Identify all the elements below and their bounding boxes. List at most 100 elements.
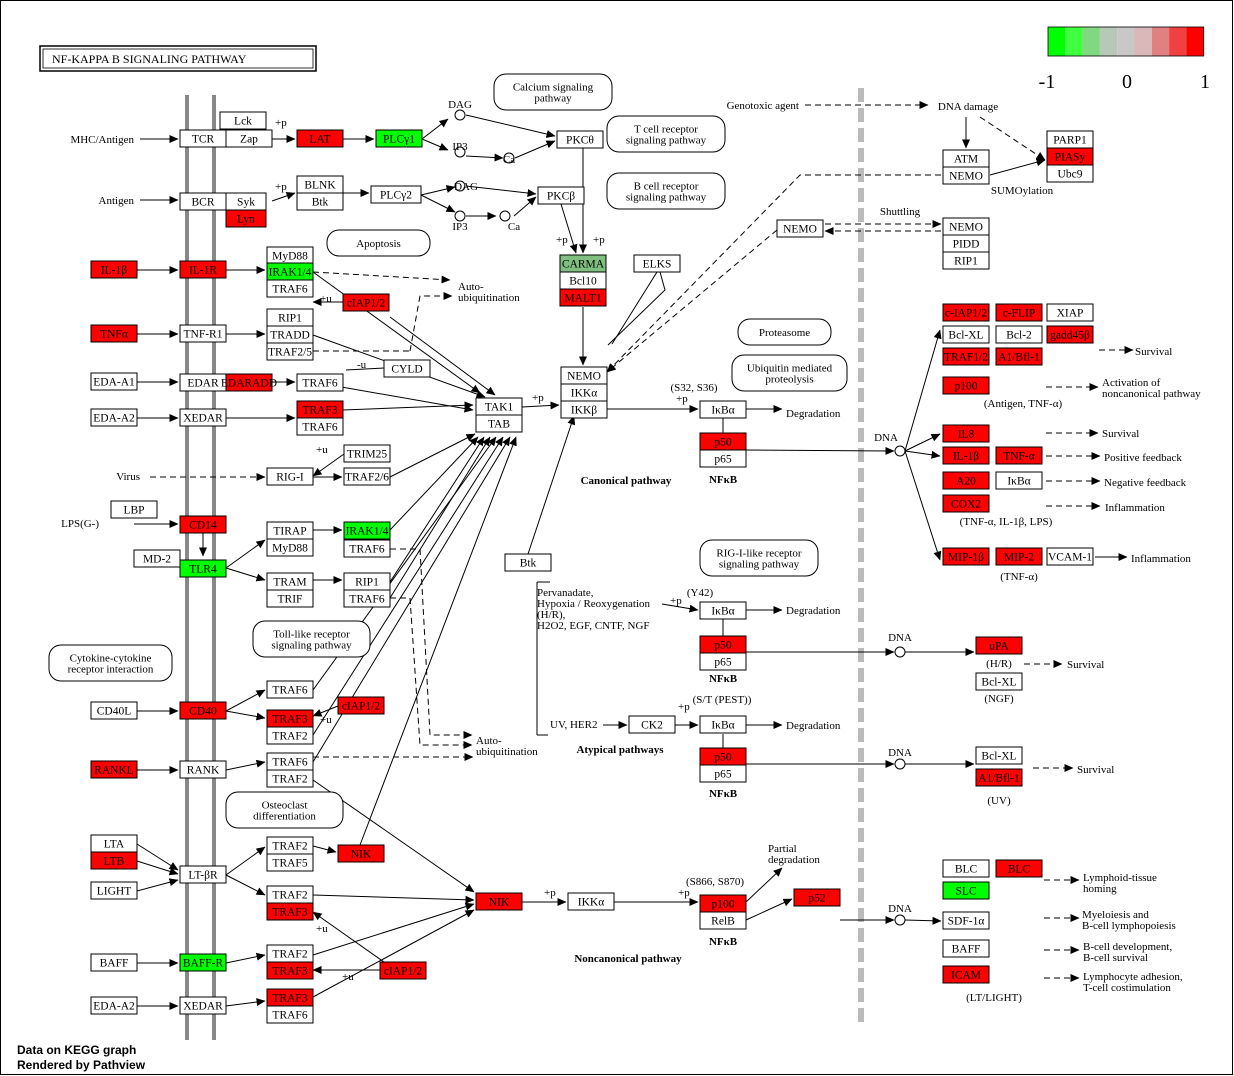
gene-node-myd88[interactable]: MyD88 xyxy=(266,246,314,265)
gene-node-eda-a2[interactable]: EDA-A2 xyxy=(90,408,138,427)
gene-node-sdf-1[interactable]: SDF-1α xyxy=(942,911,990,930)
gene-node-tab[interactable]: TAB xyxy=(475,414,523,433)
gene-node-p65[interactable]: p65 xyxy=(699,652,747,671)
gene-node-a1-bfl-1[interactable]: A1/Bfl-1 xyxy=(995,347,1043,366)
gene-node-traf6[interactable]: TRAF6 xyxy=(266,1005,314,1024)
gene-node-p65[interactable]: p65 xyxy=(699,449,747,468)
gene-node-traf6[interactable]: TRAF6 xyxy=(266,279,314,298)
gene-node-rank[interactable]: RANK xyxy=(179,760,227,779)
gene-node-traf6[interactable]: TRAF6 xyxy=(266,752,314,771)
gene-node-nemo[interactable]: NEMO xyxy=(942,217,990,236)
gene-node-p100[interactable]: p100 xyxy=(942,376,990,395)
gene-node-atm[interactable]: ATM xyxy=(942,149,990,168)
gene-node-mip-2[interactable]: MIP-2 xyxy=(995,547,1043,566)
gene-node-tirap[interactable]: TIRAP xyxy=(266,521,314,540)
gene-node-p65[interactable]: p65 xyxy=(699,764,747,783)
gene-node-eda-a1[interactable]: EDA-A1 xyxy=(90,372,138,391)
gene-node-a20[interactable]: A20 xyxy=(942,471,990,490)
gene-node-tlr4[interactable]: TLR4 xyxy=(179,559,227,578)
gene-node-pidd[interactable]: PIDD xyxy=(942,234,990,253)
gene-node-btk[interactable]: Btk xyxy=(504,553,552,572)
gene-node-cd40[interactable]: CD40 xyxy=(179,701,227,720)
gene-node-cyld[interactable]: CYLD xyxy=(383,359,431,378)
gene-node-blc[interactable]: BLC xyxy=(995,859,1043,878)
gene-node-tnf[interactable]: TNF-α xyxy=(995,446,1043,465)
gene-node-lt-r[interactable]: LT-βR xyxy=(179,865,227,884)
gene-node-traf3[interactable]: TRAF3 xyxy=(266,988,314,1007)
gene-node-traf3[interactable]: TRAF3 xyxy=(266,961,314,980)
gene-node-nemo[interactable]: NEMO xyxy=(942,166,990,185)
gene-node-cd14[interactable]: CD14 xyxy=(179,515,227,534)
gene-node-rig-i[interactable]: RIG-I xyxy=(266,467,314,486)
gene-node-myd88[interactable]: MyD88 xyxy=(266,538,314,557)
gene-node-p100[interactable]: p100 xyxy=(699,894,747,913)
gene-node-tcr[interactable]: TCR xyxy=(179,129,227,148)
gene-node-mip-1[interactable]: MIP-1β xyxy=(942,547,990,566)
gene-node-c-flip[interactable]: c-FLIP xyxy=(995,303,1043,322)
gene-node-xedar[interactable]: XEDAR xyxy=(179,996,227,1015)
gene-node-lat[interactable]: LAT xyxy=(296,129,344,148)
gene-node-trif[interactable]: TRIF xyxy=(266,589,314,608)
gene-node-i-b[interactable]: IκBα xyxy=(995,471,1043,490)
gene-node-ck2[interactable]: CK2 xyxy=(628,715,676,734)
gene-node-bcl-xl[interactable]: Bcl-XL xyxy=(975,746,1023,765)
gene-node-i-b[interactable]: IκBα xyxy=(699,601,747,620)
gene-node-icam[interactable]: ICAM xyxy=(942,965,990,984)
gene-node-bcl10[interactable]: Bcl10 xyxy=(559,271,607,290)
gene-node-pkc[interactable]: PKCβ xyxy=(537,186,585,205)
gene-node-traf2[interactable]: TRAF2 xyxy=(266,726,314,745)
gene-node-tak1[interactable]: TAK1 xyxy=(475,397,523,416)
gene-node-baff-r[interactable]: BAFF-R xyxy=(179,953,227,972)
gene-node-ltb[interactable]: LTB xyxy=(90,851,138,870)
gene-node-traf5[interactable]: TRAF5 xyxy=(266,853,314,872)
gene-node-rip1[interactable]: RIP1 xyxy=(266,308,314,327)
gene-node-pkc[interactable]: PKCθ xyxy=(556,130,604,149)
gene-node-syk[interactable]: Syk xyxy=(225,192,267,211)
gene-node-nemo[interactable]: NEMO xyxy=(776,219,824,238)
gene-node-ciap1-2[interactable]: cIAP1/2 xyxy=(337,696,385,715)
gene-node-edar[interactable]: EDAR xyxy=(179,373,227,392)
gene-node-bcl-2[interactable]: Bcl-2 xyxy=(995,325,1043,344)
gene-node-btk[interactable]: Btk xyxy=(296,192,344,211)
gene-node-traf6[interactable]: TRAF6 xyxy=(296,373,344,392)
gene-node-plc-1[interactable]: PLCγ1 xyxy=(375,129,423,148)
pathway-link-apoptosis[interactable]: Apoptosis xyxy=(326,229,431,257)
gene-node-baff[interactable]: BAFF xyxy=(90,953,138,972)
gene-node-relb[interactable]: RelB xyxy=(699,911,747,930)
gene-node-nemo[interactable]: NEMO xyxy=(560,366,608,385)
gene-node-elks[interactable]: ELKS xyxy=(633,254,681,273)
gene-node-xedar[interactable]: XEDAR xyxy=(179,408,227,427)
gene-node-nik[interactable]: NIK xyxy=(475,892,523,911)
gene-node-il-1[interactable]: IL-1β xyxy=(942,446,990,465)
gene-node-p50[interactable]: p50 xyxy=(699,635,747,654)
gene-node-traf2[interactable]: TRAF2 xyxy=(266,769,314,788)
gene-node-lyn[interactable]: Lyn xyxy=(225,209,267,228)
gene-node-i-b[interactable]: IκBα xyxy=(699,715,747,734)
gene-node-traf3[interactable]: TRAF3 xyxy=(266,902,314,921)
gene-node-p52[interactable]: p52 xyxy=(793,888,841,907)
gene-node-ikk[interactable]: IKKα xyxy=(560,383,608,402)
gene-node-edaradd[interactable]: EDARADD xyxy=(221,373,277,392)
gene-node-blnk[interactable]: BLNK xyxy=(296,175,344,194)
gene-node-traf2[interactable]: TRAF2 xyxy=(266,944,314,963)
gene-node-light[interactable]: LIGHT xyxy=(90,881,138,900)
gene-node-blc[interactable]: BLC xyxy=(942,859,990,878)
gene-node-upa[interactable]: uPA xyxy=(975,636,1023,655)
gene-node-traf6[interactable]: TRAF6 xyxy=(296,417,344,436)
gene-node-traf3[interactable]: TRAF3 xyxy=(296,400,344,419)
gene-node-cd40l[interactable]: CD40L xyxy=(90,701,138,720)
gene-node-bcl-xl[interactable]: Bcl-XL xyxy=(975,672,1023,691)
gene-node-vcam-1[interactable]: VCAM-1 xyxy=(1046,547,1094,566)
gene-node-il-1r[interactable]: IL-1R xyxy=(179,260,227,279)
gene-node-ikk[interactable]: IKKβ xyxy=(560,400,608,419)
pathway-link-proteasome[interactable]: Proteasome xyxy=(737,318,832,346)
gene-node-ubc9[interactable]: Ubc9 xyxy=(1046,164,1094,183)
gene-node-gadd45[interactable]: gadd45β xyxy=(1046,325,1094,344)
gene-node-ikk[interactable]: IKKα xyxy=(567,892,615,911)
gene-node-xiap[interactable]: XIAP xyxy=(1046,303,1094,322)
